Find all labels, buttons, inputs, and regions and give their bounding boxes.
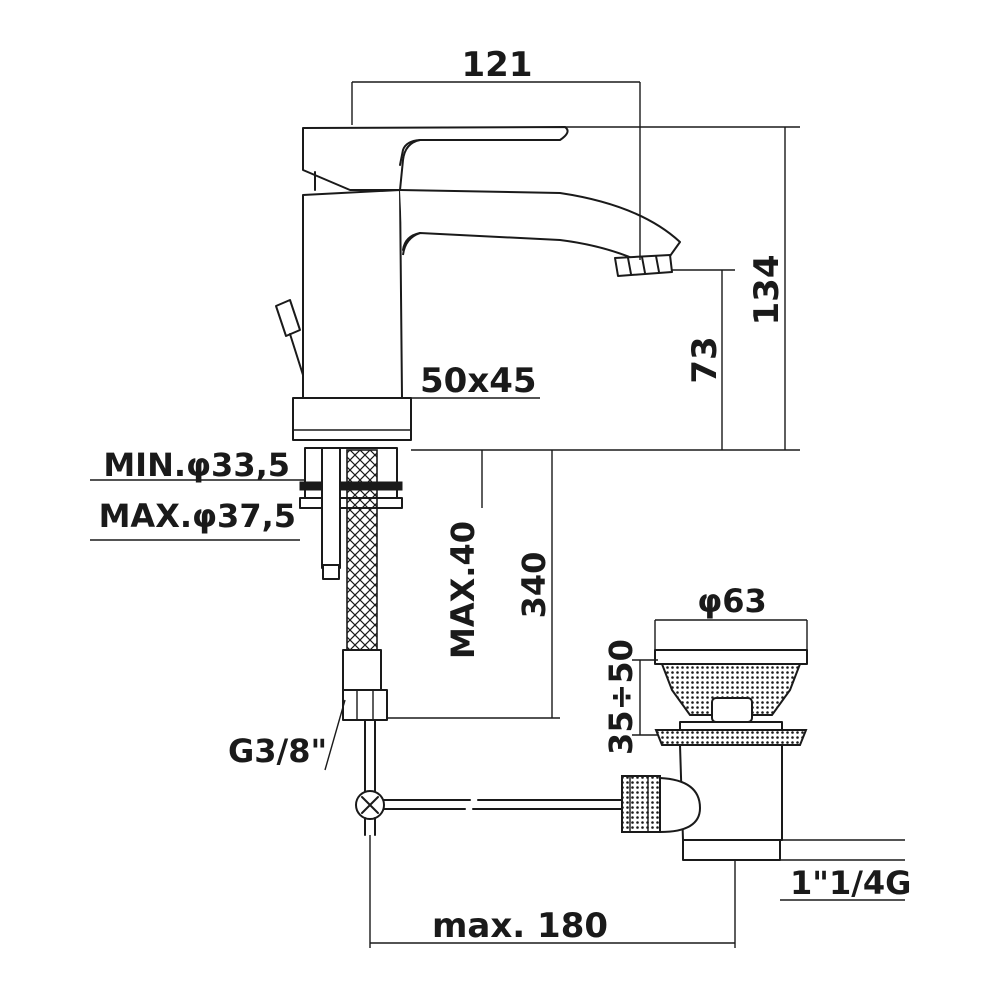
dim-deck-max: MAX.40 [444, 521, 482, 659]
faucet-body [275, 126, 681, 441]
dim-total-height: 134 [747, 255, 787, 326]
dim-spout-reach: 121 [462, 45, 533, 85]
waste-assembly [621, 649, 808, 861]
dim-waste-diameter: φ63 [697, 582, 767, 620]
dim-rod-max: max. 180 [432, 906, 608, 946]
fixing-assembly [299, 447, 403, 721]
dim-hole-max: MAX.φ37,5 [99, 497, 296, 535]
dimension-lines [90, 81, 905, 948]
dim-connection: G3/8" [228, 732, 327, 770]
dim-hole-min: MIN.φ33,5 [103, 446, 290, 484]
dim-waste-thread: 1"1/4G [790, 864, 911, 902]
dim-waste-range: 35÷50 [602, 639, 640, 755]
dim-outlet-height: 73 [685, 336, 725, 383]
dim-hose-length: 340 [515, 552, 553, 619]
dim-base-size: 50x45 [420, 361, 537, 401]
pop-up-rod [355, 719, 623, 836]
